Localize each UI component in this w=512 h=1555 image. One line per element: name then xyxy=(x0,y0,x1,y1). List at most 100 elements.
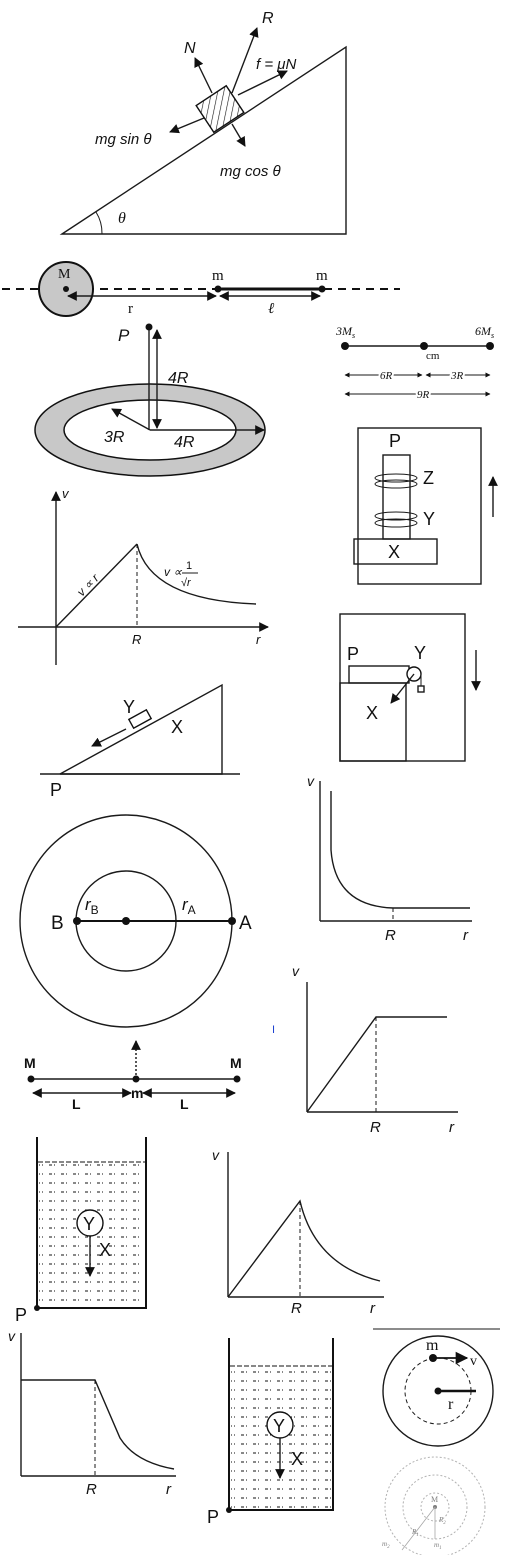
v-axis-label: v xyxy=(292,963,300,979)
falling-den: √r xyxy=(181,577,192,589)
p-label: P xyxy=(15,1305,27,1325)
inner-radius-arrow xyxy=(111,408,151,431)
m-label: m xyxy=(426,1337,439,1354)
right-mass-label: 6Ms xyxy=(475,324,494,340)
p-label: P xyxy=(389,431,401,451)
center-m-label: M xyxy=(431,1495,438,1504)
beaker-2: Y X P xyxy=(207,1338,334,1527)
p-label: P xyxy=(50,780,62,800)
left-mass-label: 3Ms xyxy=(335,324,355,340)
hanging-mass xyxy=(417,685,425,693)
length-l-label: ℓ xyxy=(268,301,274,317)
outer-faint-ring xyxy=(384,1456,486,1555)
v-axis-label: v xyxy=(307,773,315,789)
concentric-circles-diagram: B A rB rA xyxy=(19,814,252,1028)
mg-sin-label: mg sin θ xyxy=(95,131,151,148)
R-tick-label: R xyxy=(86,1481,97,1498)
R-tick-label: R xyxy=(385,927,396,944)
angle-label: θ xyxy=(118,210,126,227)
rotation-curve-1: v r R v ∝ r v ∝ 1 √r xyxy=(18,486,269,665)
incline-triangle xyxy=(59,45,347,235)
rising-line xyxy=(55,543,138,628)
top-block-p xyxy=(348,665,410,684)
point-a-dot xyxy=(228,917,236,925)
p-label: P xyxy=(207,1507,219,1527)
falling-prefix: v ∝ xyxy=(164,565,182,579)
incline-block-diagram: Y X P xyxy=(40,683,240,800)
r-axis-label: r xyxy=(256,632,261,647)
x-label: X xyxy=(366,703,378,723)
line-masses-diagram: M m m r ℓ xyxy=(2,261,400,317)
y-label: Y xyxy=(123,697,135,717)
r-axis-label: r xyxy=(449,1119,455,1136)
left-star-dot xyxy=(341,342,349,350)
mass-m-dot xyxy=(429,1354,437,1362)
b-label: B xyxy=(51,913,64,934)
beaker-1: Y X P xyxy=(15,1137,147,1325)
R-tick-label: R xyxy=(132,632,141,647)
y-label: Y xyxy=(273,1416,285,1436)
v-axis-label: v xyxy=(62,486,70,501)
spring-box-diagram: P Z Y X xyxy=(353,427,498,585)
r1-line xyxy=(401,1506,436,1551)
decay-curve xyxy=(330,791,470,909)
mid-m-dot xyxy=(132,1075,140,1083)
blue-mark: I xyxy=(272,1024,275,1036)
reaction-force-arrow xyxy=(231,27,259,94)
center-dot xyxy=(122,917,130,925)
right-m-label: M xyxy=(230,1055,242,1071)
p-label: P xyxy=(347,644,359,664)
cm-dot xyxy=(420,342,428,350)
faint-rings-diagram: M R2 R1 m2 m1 xyxy=(382,1456,486,1555)
x-label: X xyxy=(291,1449,303,1469)
incline-force-diagram: θ R N f = μN mg sin θ mg cos θ xyxy=(59,10,347,235)
rb-label: rB xyxy=(85,895,99,917)
mg-cos-arrow xyxy=(231,123,246,147)
distance-r-label: r xyxy=(128,301,133,317)
rod-p xyxy=(382,454,411,540)
R-tick-label: R xyxy=(291,1300,302,1317)
mid-m-label: m xyxy=(131,1085,143,1101)
r2-label: R2 xyxy=(438,1516,446,1526)
middle-faint-ring xyxy=(402,1474,468,1540)
beaker-walls xyxy=(36,1137,147,1309)
v-label: v xyxy=(470,1354,477,1369)
friction-force-arrow xyxy=(237,70,288,96)
curve-drop: v R r xyxy=(8,1328,176,1498)
right-m-dot xyxy=(233,1075,241,1083)
r-axis-label: r xyxy=(166,1481,172,1498)
d1-label: 6R xyxy=(380,370,393,382)
height-label: 4R xyxy=(168,370,189,387)
ring-diagram: P 4R 3R 4R xyxy=(34,323,266,477)
pulley-box-diagram: P Y X xyxy=(339,613,481,762)
wedge-x xyxy=(59,683,223,775)
box-outline xyxy=(357,427,482,585)
cm-label: cm xyxy=(426,350,440,362)
v-axis-label: v xyxy=(212,1147,220,1163)
table-block xyxy=(339,682,407,762)
inner-radius-label: 3R xyxy=(104,429,125,446)
mg-sin-arrow xyxy=(169,117,205,134)
left-m-label: M xyxy=(24,1055,36,1071)
binary-star-diagram: 3Ms 6Ms cm 6R 3R 9R xyxy=(335,324,494,403)
r-axis-label: r xyxy=(463,927,469,944)
l2-label: L xyxy=(180,1096,189,1112)
r-label: r xyxy=(448,1396,454,1413)
drop-curve xyxy=(21,1379,175,1470)
left-m-dot xyxy=(27,1075,35,1083)
slide-arrow xyxy=(91,728,127,747)
curve-flat: v R r I xyxy=(272,963,458,1136)
big-mass-label: M xyxy=(58,267,71,282)
falling-num: 1 xyxy=(186,560,192,572)
m2-label: m2 xyxy=(382,1540,390,1550)
pulley-diag-arrow xyxy=(390,673,415,704)
mg-cos-label: mg cos θ xyxy=(220,163,281,180)
falling-curve xyxy=(136,543,257,605)
curve-peak: v R r xyxy=(212,1147,384,1317)
spring-coil-1 xyxy=(374,473,418,483)
x-label: X xyxy=(99,1240,111,1260)
spring-coil-3 xyxy=(374,511,418,521)
angle-arc xyxy=(95,211,103,235)
right-star-dot xyxy=(486,342,494,350)
z-label: Z xyxy=(423,468,434,488)
